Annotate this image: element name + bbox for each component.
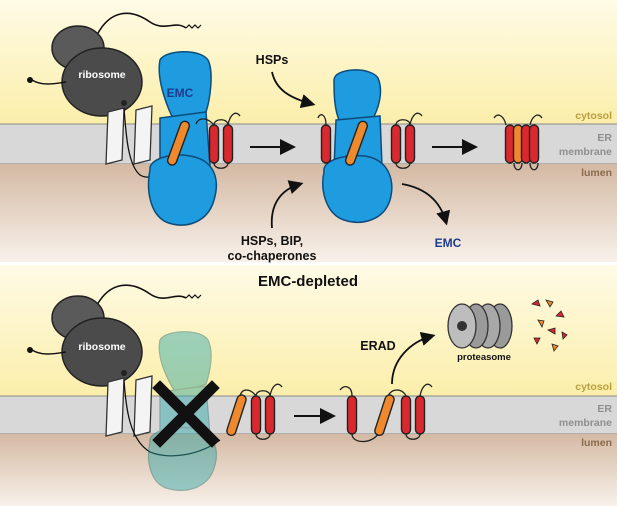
mrna-strand [96,284,187,306]
proteasome-label: proteasome [457,352,511,363]
peptide-fragments [531,299,568,352]
ribosome-icon [27,25,143,117]
top-panel: ribosome EMC HSPs [0,0,617,263]
membrane-label-line2: membrane [559,417,612,429]
emc-complex-icon [322,69,393,223]
membrane-label-line1: ER [597,132,612,144]
ribosome-label: ribosome [78,341,125,353]
ribosome-icon [27,295,143,387]
lumen-region [0,164,617,262]
chaperones-label-line1: HSPs, BIP, [241,234,303,248]
cytosol-label: cytosol [575,381,612,393]
emc-complex-icon [147,51,218,226]
lumen-label: lumen [581,437,612,449]
membrane-label-line2: membrane [559,146,612,158]
arrow-icon [271,71,316,109]
membrane-label-line1: ER [597,403,612,415]
hsps-label: HSPs [256,53,289,67]
erad-label: ERAD [360,339,395,353]
chaperones-label-line2: co-chaperones [228,249,317,263]
bottom-panel: EMC-depleted ribosome [0,265,617,506]
panel-title: EMC-depleted [258,273,358,290]
cytosol-label: cytosol [575,110,612,122]
transmembrane-helix-icon [195,112,241,169]
transmembrane-helix-icon [226,383,283,440]
transmembrane-helix-icon [317,112,423,169]
translocon-right [133,375,153,437]
translocon-left [105,107,125,165]
transmembrane-helix-icon [339,383,433,443]
ribosome-label: ribosome [78,69,125,81]
arrow-icon [391,331,436,385]
emc-label: EMC [167,86,194,100]
translocon-right [133,105,153,165]
arrow-icon [270,180,304,229]
proteasome-icon [447,303,513,349]
arrow-icon [401,183,451,226]
emc-release-label: EMC [435,236,462,250]
lumen-region [0,434,617,506]
block-x-icon [152,380,220,448]
translocon-left [105,377,125,437]
lumen-label: lumen [581,167,612,179]
mrna-strand [96,12,187,36]
transmembrane-helix-icon [493,114,543,171]
